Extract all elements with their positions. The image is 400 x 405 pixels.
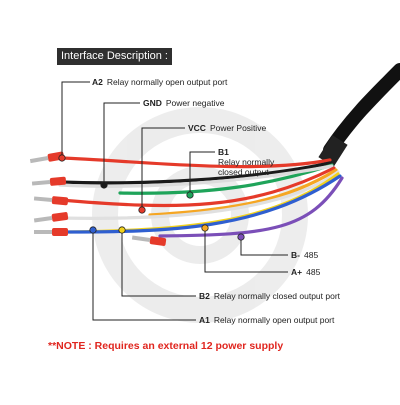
cable-end [318, 135, 348, 167]
wire-blue-a1 [58, 174, 342, 234]
leader-a2 [61, 81, 90, 158]
wire-red-a2 [58, 156, 332, 169]
label-b1-code: B1 [218, 147, 229, 157]
leader-vcc [141, 127, 185, 210]
wire-purple-b-minus [158, 176, 344, 238]
leader-gnd [103, 102, 140, 185]
leader-bminus [240, 237, 288, 256]
label-b1-text2: closed output [218, 167, 269, 177]
leader-a1 [92, 230, 196, 321]
label-vcc-code: VCC [188, 123, 206, 133]
power-supply-note: **NOTE : Requires an external 12 power s… [48, 340, 284, 352]
label-b2-code: B2 [199, 291, 210, 301]
terminals [29, 151, 167, 246]
label-a1-text: Relay normally open output port [213, 315, 335, 325]
label-b2-text: Relay normally closed output port [213, 291, 341, 301]
label-a-plus-code: A+ [291, 267, 303, 277]
label-b1: B1 Relay normally closed output [218, 147, 274, 177]
label-b1-text: Relay normally [218, 157, 275, 167]
leader-aplus [204, 228, 288, 273]
leader-b2 [121, 230, 196, 297]
label-a2-text: Relay normally open output port [106, 77, 228, 87]
label-b-minus: B-485 [291, 250, 318, 260]
interface-description-title: Interface Description : [57, 48, 172, 65]
label-vcc-text: Power Positive [209, 123, 267, 133]
leader-b1 [189, 151, 215, 195]
label-a1-code: A1 [199, 315, 210, 325]
label-b-minus-code: B- [291, 250, 300, 260]
label-a-plus: A+485 [291, 267, 320, 277]
cable-jacket [323, 63, 400, 157]
wire-red-vcc [58, 166, 336, 208]
label-a-plus-text: 485 [306, 267, 321, 277]
label-gnd-text: Power negative [165, 98, 225, 108]
wire-green-b1 [118, 163, 334, 195]
label-gnd-code: GND [143, 98, 162, 108]
label-b-minus-text: 485 [303, 250, 319, 260]
wire-black-gnd [58, 161, 332, 185]
label-a2-code: A2 [92, 77, 103, 87]
connection-dots [58, 154, 245, 241]
wire-orange [148, 168, 338, 217]
wire-white-1 [58, 164, 334, 188]
wire-white-2 [58, 170, 340, 220]
